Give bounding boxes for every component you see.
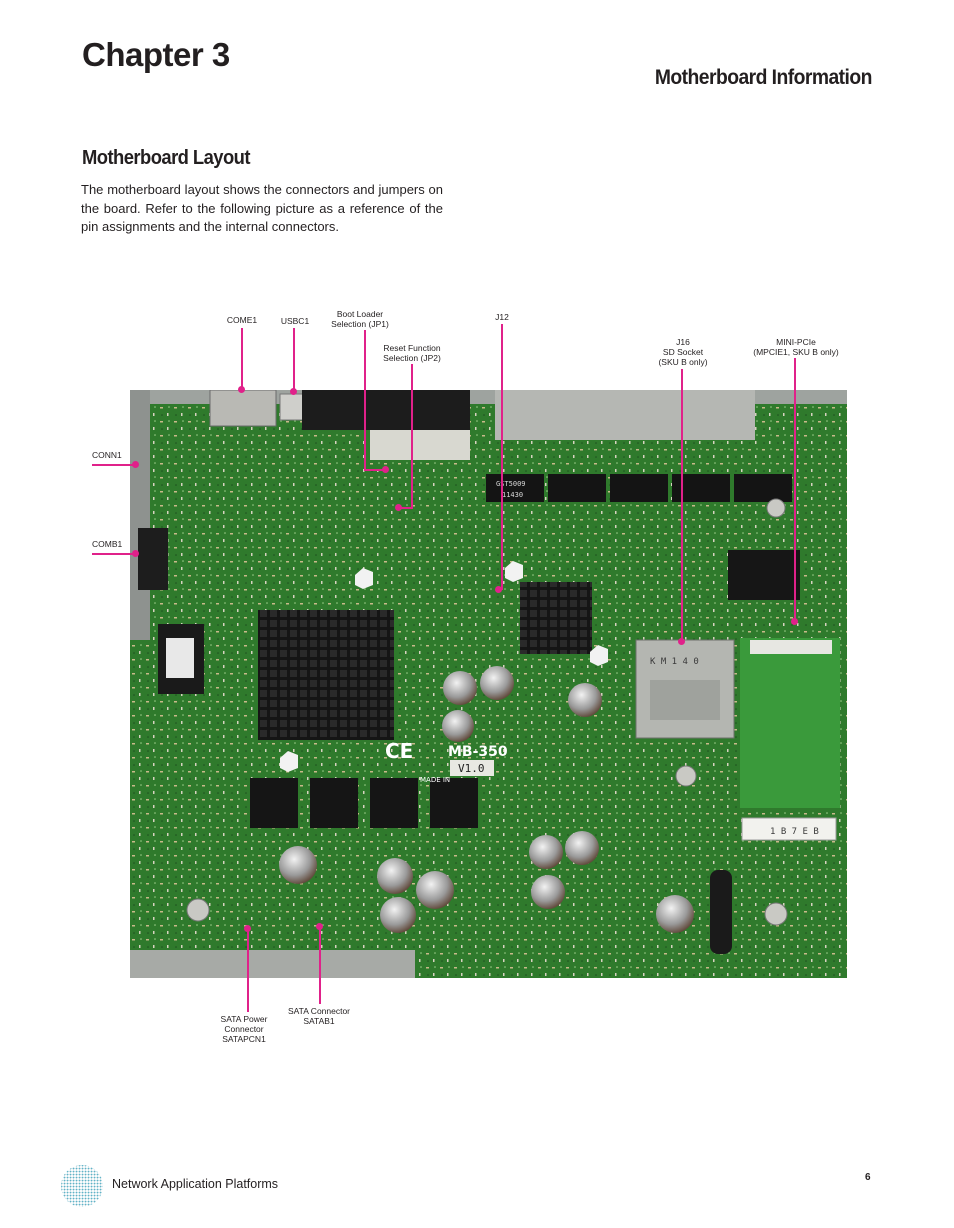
callout-satapcn1-line1: SATA Power xyxy=(220,1014,268,1024)
leader-jp2-dot xyxy=(395,504,402,511)
leader-mpcie xyxy=(794,358,796,622)
leader-satapcn1-dot xyxy=(244,925,251,932)
leader-mpcie-dot xyxy=(791,618,798,625)
leader-jp2 xyxy=(411,364,413,508)
section-title: Motherboard Information xyxy=(655,66,873,89)
callout-jp2-line2: Selection (JP2) xyxy=(383,353,441,363)
leader-j12-dot xyxy=(495,586,502,593)
callout-jp1-line1: Boot Loader xyxy=(336,309,384,319)
callout-satapcn1-line2: Connector xyxy=(224,1024,264,1034)
leader-conn1-dot xyxy=(132,461,139,468)
callout-j16-line3: (SKU B only) xyxy=(658,357,708,367)
leader-usbc1 xyxy=(293,328,295,390)
callout-mpcie-line2: (MPCIE1, SKU B only) xyxy=(753,347,839,357)
model-mark: MB-350 xyxy=(448,744,508,760)
callout-satapcn1-line3: SATAPCN1 xyxy=(222,1034,266,1044)
callout-satapcn1: SATA Power Connector SATAPCN1 xyxy=(200,1014,288,1044)
callout-satab1-line2: SATAB1 xyxy=(303,1016,335,1026)
leader-satab1-dot xyxy=(316,923,323,930)
leader-usbc1-dot xyxy=(290,388,297,395)
callout-jp1: Boot Loader Selection (JP1) xyxy=(328,309,392,329)
globe-logo-icon xyxy=(60,1164,104,1208)
leader-jp1-h xyxy=(364,469,386,471)
callout-comb1: COMB1 xyxy=(92,539,123,549)
callout-usbc1: USBC1 xyxy=(280,316,310,326)
leader-comb1 xyxy=(92,553,136,555)
callout-conn1: CONN1 xyxy=(92,450,122,460)
callout-jp1-line2: Selection (JP1) xyxy=(331,319,389,329)
ce-mark: CE xyxy=(385,739,413,763)
sd-label: K M 1 4 0 xyxy=(650,657,699,667)
callout-j16-line2: SD Socket xyxy=(662,347,704,357)
footer-brand-text: Network Application Platforms xyxy=(112,1177,279,1191)
chip-label: GST5009 xyxy=(496,480,526,488)
version-mark: V1.0 xyxy=(458,762,485,775)
chapter-title: Chapter 3 xyxy=(82,36,230,73)
callout-jp2: Reset Function Selection (JP2) xyxy=(372,343,452,363)
leader-jp1 xyxy=(364,330,366,470)
callout-mpcie: MINI-PCIe (MPCIE1, SKU B only) xyxy=(750,337,842,357)
leader-comb1-dot xyxy=(132,550,139,557)
callout-satab1-line1: SATA Connector xyxy=(287,1006,351,1016)
leader-satapcn1 xyxy=(247,930,249,1012)
leader-j12 xyxy=(501,324,503,590)
callout-mpcie-line1: MINI-PCIe xyxy=(776,337,816,347)
leader-conn1 xyxy=(92,464,136,466)
page-subtitle: Motherboard Layout xyxy=(82,147,250,169)
callout-come1: COME1 xyxy=(226,315,258,325)
motherboard-photo: GST5009 11430 K M 1 4 0 1 B 7 E B xyxy=(130,390,847,978)
made-in-mark: MADE IN xyxy=(420,776,450,784)
leader-come1 xyxy=(241,328,243,390)
intro-paragraph: The motherboard layout shows the connect… xyxy=(81,182,443,234)
leader-j16 xyxy=(681,369,683,641)
mpcie-label: 1 B 7 E B xyxy=(770,827,819,837)
leader-satab1 xyxy=(319,928,321,1004)
callout-j12: J12 xyxy=(495,312,509,322)
callout-satab1: SATA Connector SATAB1 xyxy=(282,1006,356,1026)
chip-sub: 11430 xyxy=(502,491,523,499)
callout-j16-line1: J16 xyxy=(676,337,690,347)
leader-come1-dot xyxy=(238,386,245,393)
page-number: 6 xyxy=(865,1172,871,1183)
leader-jp2-h xyxy=(398,507,413,509)
callout-j16: J16 SD Socket (SKU B only) xyxy=(650,337,716,367)
callout-jp2-line1: Reset Function xyxy=(383,343,441,353)
leader-j16-dot xyxy=(678,638,685,645)
leader-jp1-dot xyxy=(382,466,389,473)
